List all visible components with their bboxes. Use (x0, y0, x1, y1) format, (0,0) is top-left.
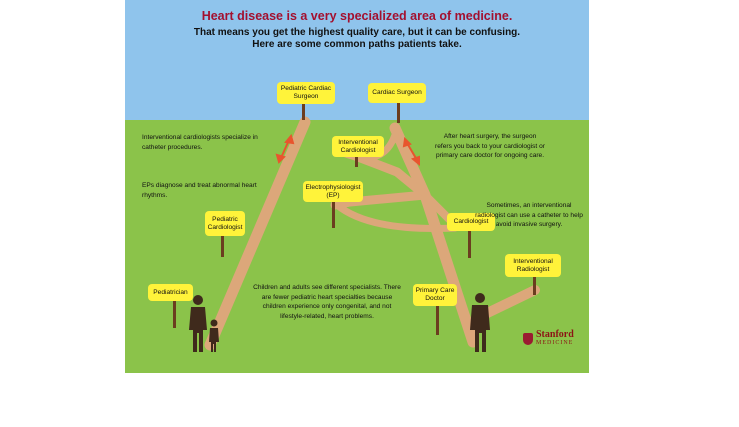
sign-interventional-radiologist: Interventional Radiologist (505, 254, 561, 277)
sign-cardiologist: Cardiologist (447, 213, 495, 231)
post-electrophysiologist (332, 200, 335, 228)
page-title: Heart disease is a very specialized area… (201, 9, 513, 23)
sign-pediatric-cardiac-surgeon: Pediatric Cardiac Surgeon (277, 82, 335, 104)
person-icon (470, 293, 490, 352)
sign-interventional-cardiologist: Interventional Cardiologist (332, 136, 384, 157)
note-interventional-radiologist: Sometimes, an interventional radiologist… (475, 202, 583, 228)
stanford-wordmark: Stanford MEDICINE (536, 330, 574, 348)
stanford-logo-icon: Stanford MEDICINE (523, 330, 574, 348)
note-electrophysiologists: EPs diagnose and treat abnormal heart rh… (142, 182, 257, 199)
sign-primary-care-doctor: Primary Care Doctor (413, 284, 457, 306)
sign-cardiac-surgeon: Cardiac Surgeon (368, 83, 426, 103)
logo-name: Stanford (536, 329, 574, 340)
note-children-and-adults: Children and adults see different specia… (253, 284, 401, 320)
post-cardiologist (468, 230, 471, 258)
sign-pediatric-cardiologist: Pediatric Cardiologist (205, 211, 245, 236)
sign-pediatrician: Pediatrician (148, 284, 193, 301)
infographic: Heart disease is a very specialized area… (125, 0, 589, 373)
sign-electrophysiologist: Electrophysiologist (EP) (303, 181, 363, 202)
adult-with-child-icon (189, 295, 219, 352)
double-arrow-icon (275, 133, 420, 167)
note-interventional-cardiologists: Interventional cardiologists specialize … (142, 134, 258, 151)
note-after-surgery: After heart surgery, the surgeon refers … (435, 133, 545, 159)
post-pediatrician (173, 300, 176, 328)
post-interventional-radiologist (533, 277, 536, 295)
post-pediatric-cardiologist (221, 235, 224, 257)
pediatric-path (204, 116, 311, 351)
sky (125, 0, 589, 120)
post-cardiac-surgeon (397, 103, 400, 123)
subtitle-line-2: Here are some common paths patients take… (252, 39, 462, 50)
logo-sub: MEDICINE (536, 340, 574, 346)
stanford-seal (523, 333, 533, 345)
subtitle-line-1: That means you get the highest quality c… (193, 27, 521, 38)
post-interventional-cardiologist (355, 155, 358, 167)
post-primary-care-doctor (436, 305, 439, 335)
return-loop (333, 201, 459, 232)
post-pediatric-cardiac-surgeon (302, 103, 305, 120)
